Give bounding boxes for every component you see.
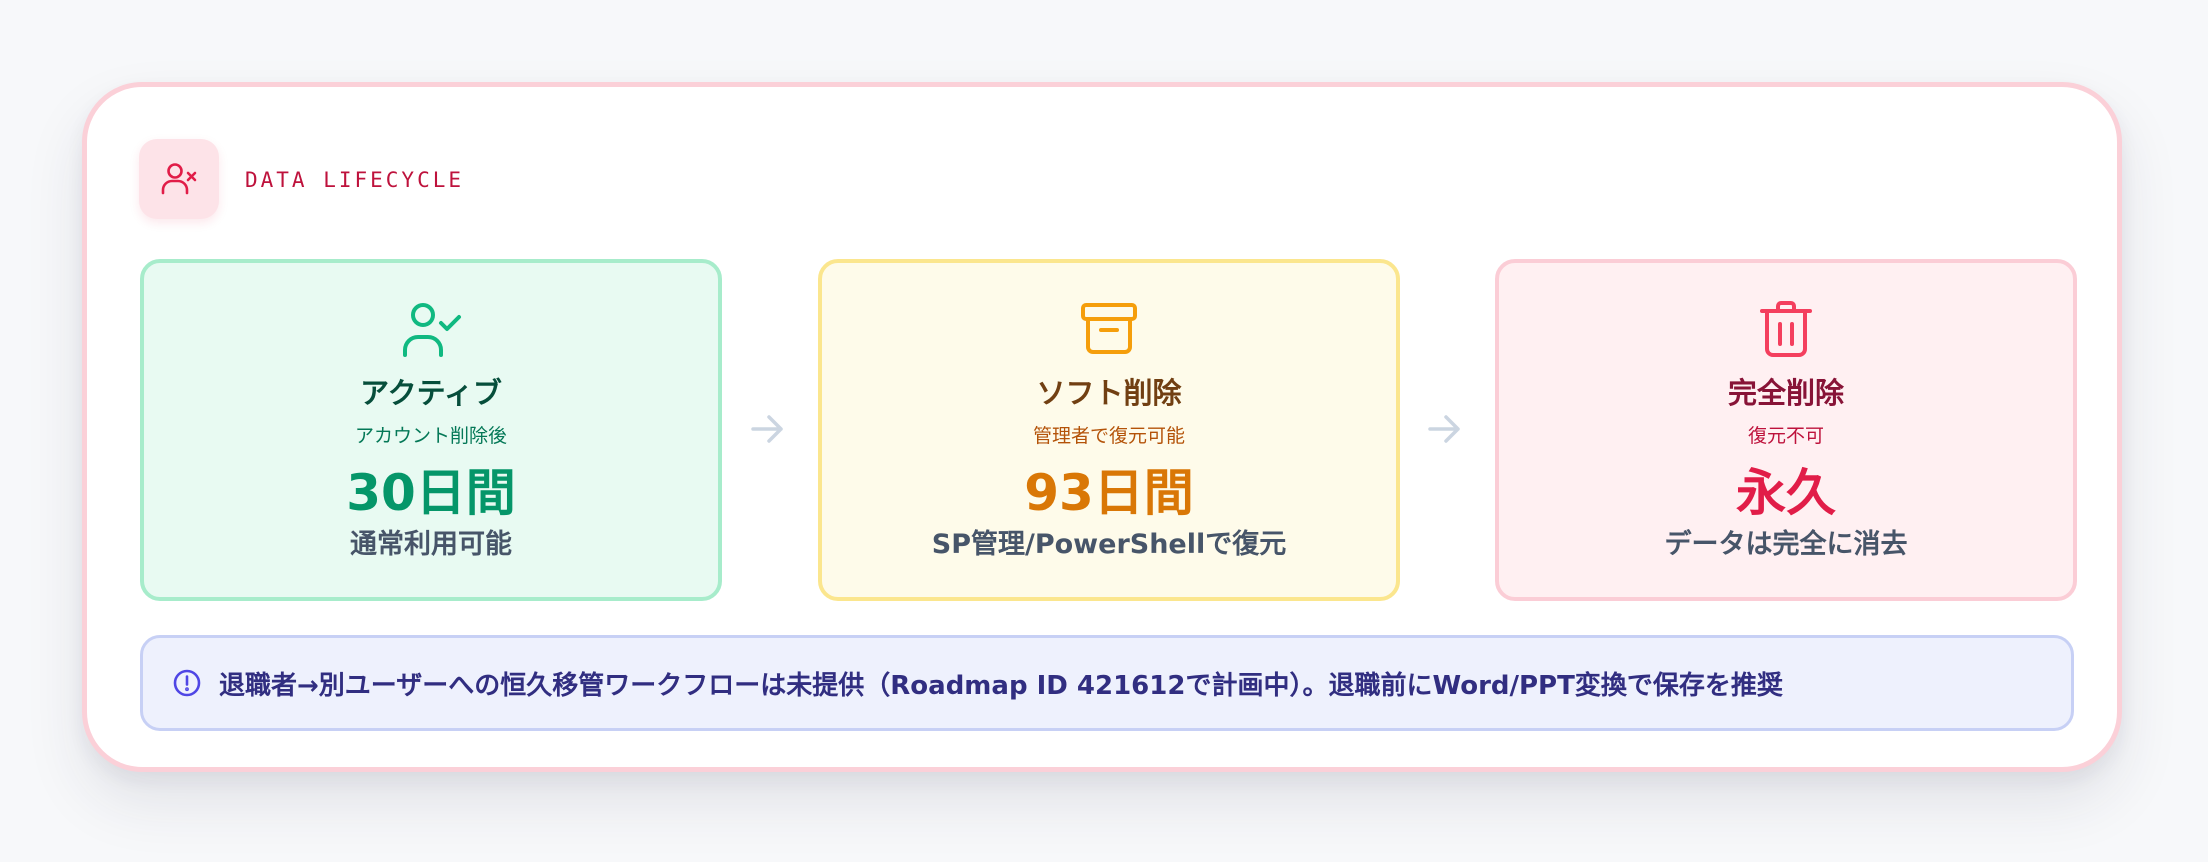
user-check-icon [403, 303, 461, 357]
stage-description: データは完全に消去 [1664, 529, 1908, 560]
stage-subtitle: 復元不可 [1747, 425, 1824, 447]
stage-duration: 93日間 [1024, 464, 1194, 522]
data-lifecycle-card: DATA LIFECYCLE アクティブ アカウント削除後 30日間 通常利用可… [82, 82, 2122, 772]
trash-icon [1760, 301, 1812, 357]
stage-active: アクティブ アカウント削除後 30日間 通常利用可能 [140, 259, 722, 601]
stage-title: 完全削除 [1727, 376, 1844, 410]
section-label: DATA LIFECYCLE [245, 168, 465, 192]
info-circle-icon [171, 667, 203, 699]
stage-soft-delete: ソフト削除 管理者で復元可能 93日間 SP管理/PowerShellで復元 [818, 259, 1400, 601]
info-note: 退職者→別ユーザーへの恒久移管ワークフローは未提供（Roadmap ID 421… [140, 635, 2074, 731]
stage-title: アクティブ [360, 376, 502, 410]
stage-duration: 永久 [1736, 464, 1836, 522]
stage-subtitle: 管理者で復元可能 [1032, 425, 1185, 447]
stage-title: ソフト削除 [1036, 376, 1182, 410]
arrow-right-icon [1424, 409, 1464, 449]
archive-box-icon [1081, 303, 1137, 354]
stage-permanent-delete: 完全削除 復元不可 永久 データは完全に消去 [1495, 259, 2077, 601]
user-remove-icon [161, 163, 197, 195]
arrow-right-icon [747, 409, 787, 449]
stage-description: SP管理/PowerShellで復元 [931, 529, 1287, 560]
header-icon-container [139, 139, 219, 219]
stage-duration: 30日間 [346, 464, 516, 522]
stage-subtitle: アカウント削除後 [354, 425, 507, 447]
note-text: 退職者→別ユーザーへの恒久移管ワークフローは未提供（Roadmap ID 421… [219, 670, 1783, 701]
stage-description: 通常利用可能 [350, 529, 512, 560]
